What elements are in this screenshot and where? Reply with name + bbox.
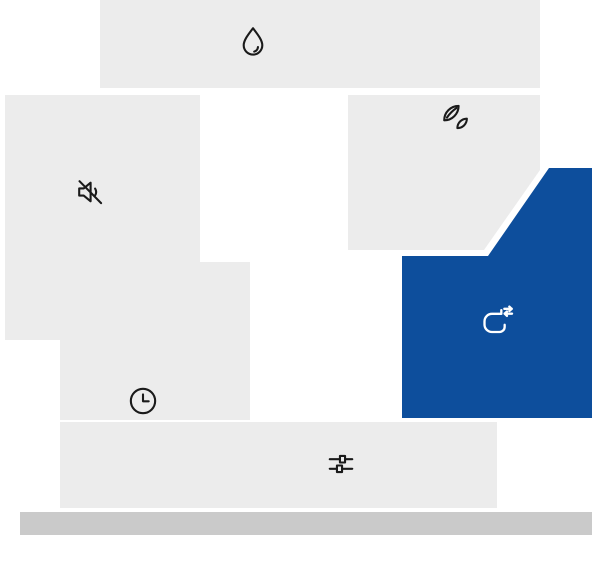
tile-water-drop[interactable] — [100, 0, 540, 88]
faucet-swap-icon — [475, 302, 515, 342]
sliders-icon — [323, 446, 359, 482]
footer-bar — [20, 512, 592, 535]
tile-settings[interactable] — [60, 422, 497, 508]
tile-time[interactable] — [60, 262, 250, 420]
water-drop-icon — [235, 24, 271, 60]
speaker-muted-icon — [72, 174, 108, 210]
clock-icon — [125, 383, 161, 419]
leaves-icon — [437, 99, 473, 135]
